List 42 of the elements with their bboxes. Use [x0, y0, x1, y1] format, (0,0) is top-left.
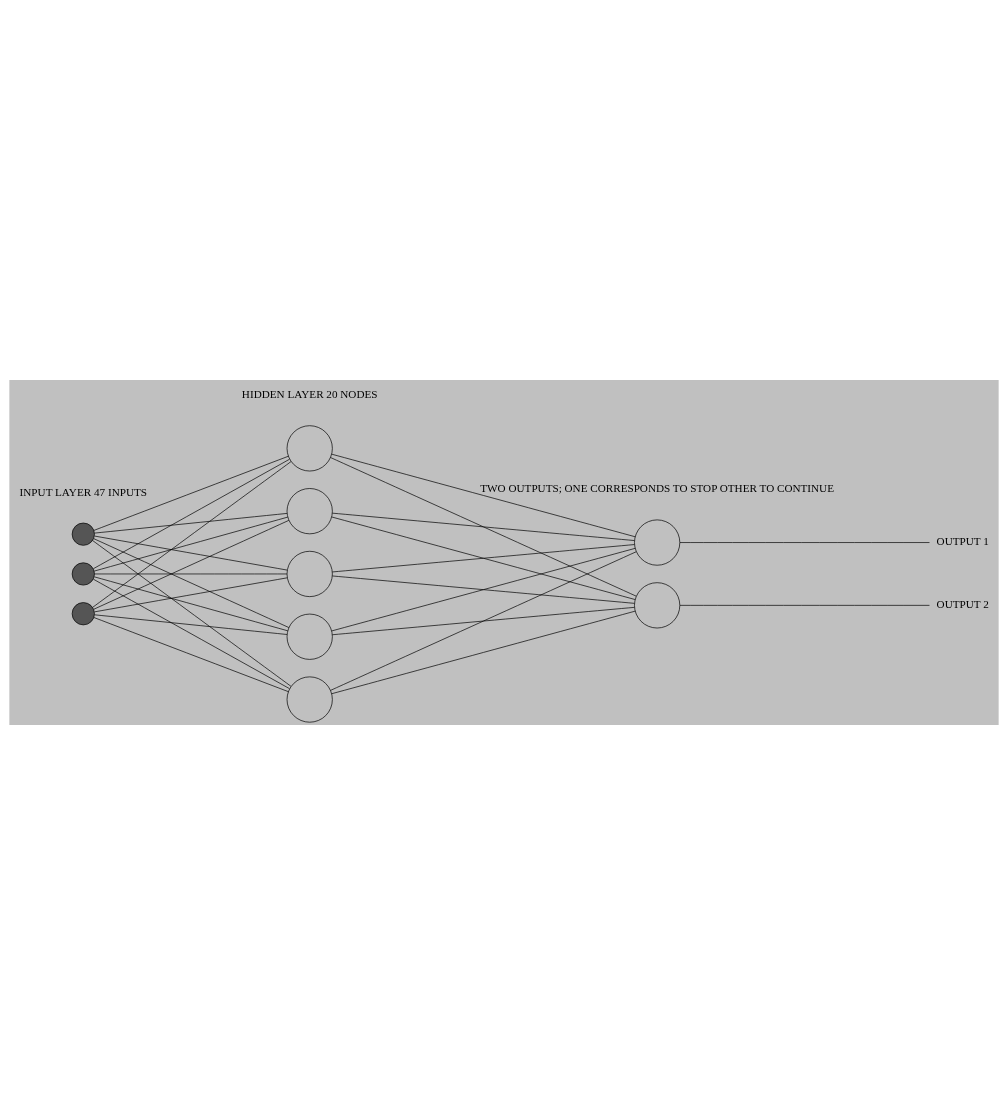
connector [330, 457, 637, 597]
node-circle [634, 582, 681, 629]
connector [94, 614, 288, 635]
node-text: OUTPUT 1 [936, 535, 989, 548]
connector [94, 573, 288, 575]
node-circle [71, 562, 95, 586]
connector [679, 542, 930, 543]
node-circle [71, 522, 95, 546]
node-text: OUTPUT 2 [936, 598, 989, 610]
connector [331, 453, 636, 538]
connector [331, 575, 635, 604]
node-circle [634, 519, 681, 566]
node-circle [286, 550, 333, 597]
connector [331, 544, 635, 573]
connector [330, 551, 637, 691]
connector [93, 578, 290, 689]
connector [93, 617, 289, 693]
connector [331, 548, 636, 632]
connector [92, 461, 292, 608]
label: TWO OUTPUTS; ONE CORRESPONDS TO STOP OTHER TO CONTINUE [480, 482, 835, 495]
connector [93, 458, 290, 570]
connector [93, 520, 290, 610]
node-circle [71, 602, 95, 626]
connector [331, 512, 635, 541]
connector [679, 605, 930, 606]
connector [331, 610, 636, 695]
node-circle [286, 488, 333, 535]
connector [92, 540, 292, 687]
node-circle [286, 676, 333, 723]
connector [94, 577, 288, 613]
connector [93, 538, 290, 628]
connector [93, 516, 289, 572]
connector [331, 607, 635, 636]
connector [93, 576, 289, 632]
connector [94, 513, 288, 534]
connector [94, 535, 288, 571]
label: HIDDEN LAYER 20 NODES [241, 388, 378, 400]
connector [93, 455, 289, 531]
node-circle [286, 613, 333, 660]
node-circle [286, 425, 333, 472]
label: INPUT LAYER 47 INPUTS [19, 485, 147, 498]
connector [331, 516, 636, 600]
